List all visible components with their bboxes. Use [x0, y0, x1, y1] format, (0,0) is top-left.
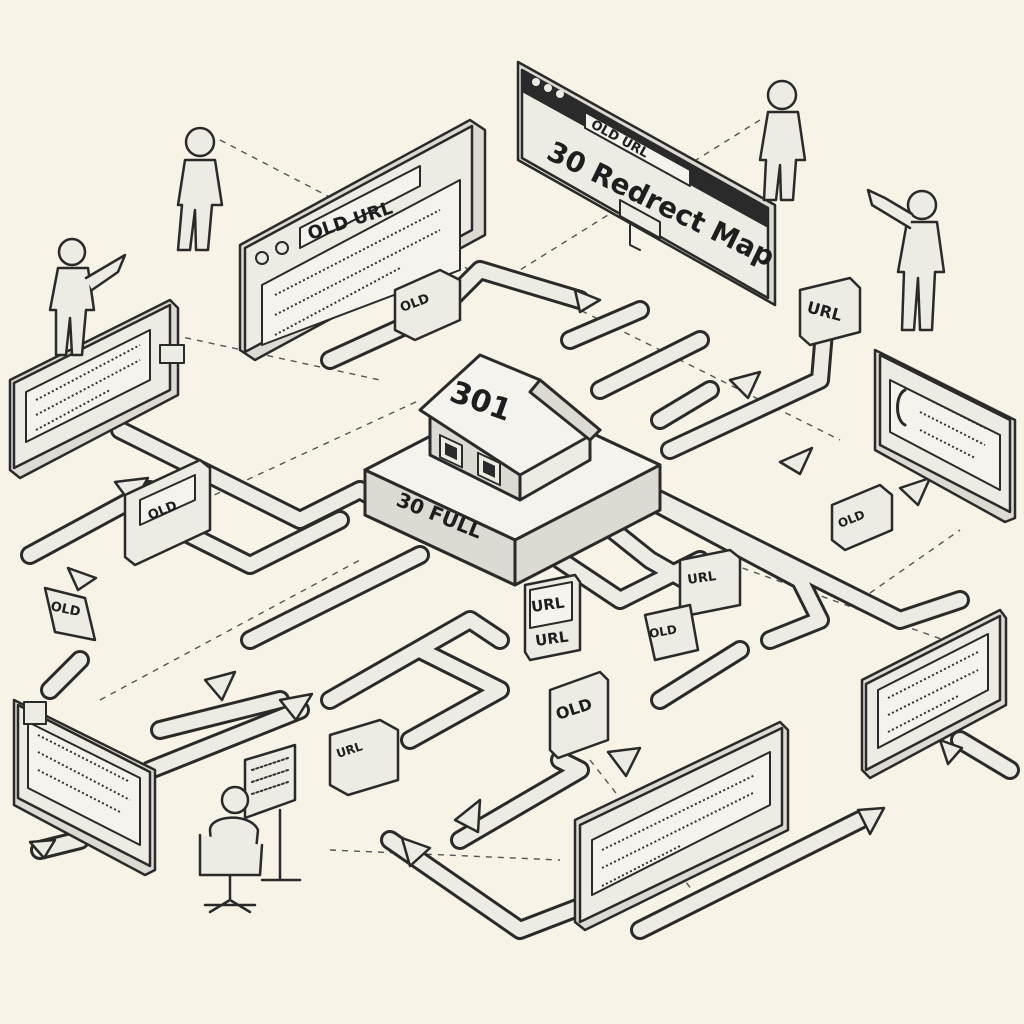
browser-window-redirect-map: OLD URL 30 Redrect Map — [516, 60, 780, 307]
browser-panel-left: OLD URL — [238, 118, 487, 362]
svg-text:OLD: OLD — [648, 622, 678, 641]
tag-box-old-pin: OLD — [643, 603, 700, 662]
sign-panel-bottom-left — [12, 698, 157, 877]
svg-text:URL: URL — [530, 593, 566, 616]
svg-text:OLD: OLD — [49, 599, 82, 620]
sign-panel-bottom-right — [860, 608, 1008, 780]
tag-box-old-bottom: OLD — [548, 670, 610, 760]
tag-box-old-top: OLD — [393, 268, 462, 342]
tag-box-old-right: OLD — [830, 483, 894, 552]
person-icon — [176, 126, 224, 252]
computer-user-icon — [198, 743, 302, 914]
tag-box-url-mid-right: URL — [678, 548, 742, 617]
svg-text:URL: URL — [534, 627, 570, 650]
arrow-icon — [28, 288, 964, 868]
person-icon — [866, 188, 946, 332]
central-hub: 30 FULL 301 — [363, 353, 662, 587]
tag-box-url-bottom: URL — [328, 718, 400, 797]
svg-text:URL: URL — [686, 569, 717, 588]
sign-panel-top-right — [873, 348, 1017, 524]
house-icon: 301 — [418, 353, 602, 502]
person-icon — [758, 79, 807, 202]
sign-panel-top-left — [8, 298, 185, 480]
tag-box-old-left: OLD — [123, 458, 212, 567]
tag-box-url-top-right: URL — [798, 276, 862, 347]
tag-box-old-left-mid: OLD — [43, 586, 97, 642]
person-icon — [48, 237, 127, 357]
sign-panel-bottom-center — [573, 720, 790, 932]
tag-box-url-center: URL URL — [523, 573, 582, 662]
